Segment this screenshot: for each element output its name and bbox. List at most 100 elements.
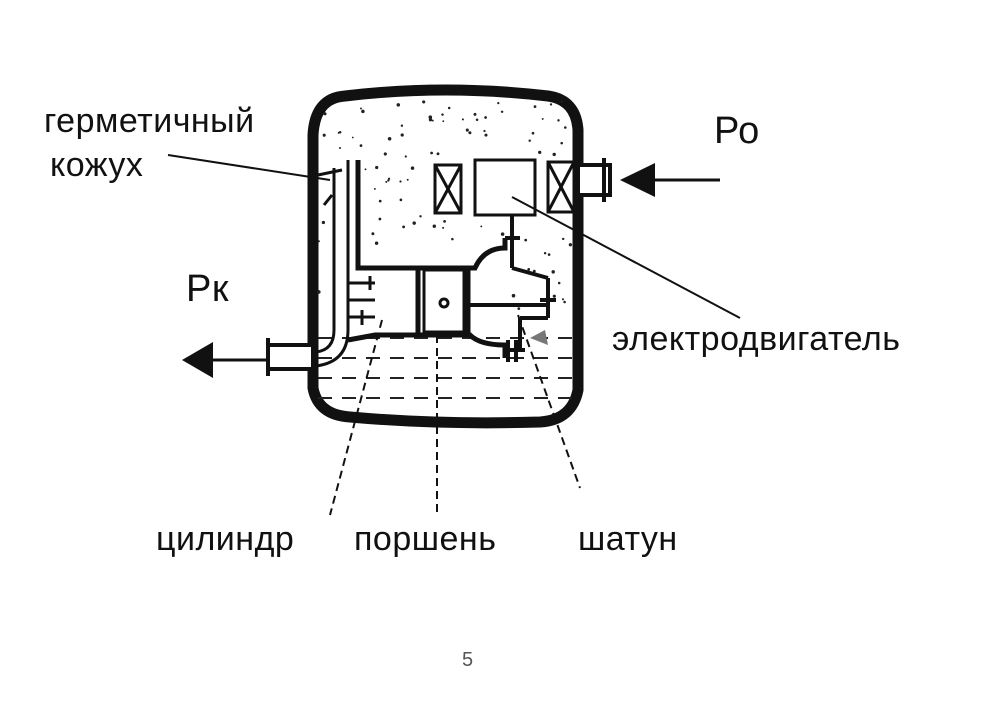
vapor-dot — [378, 199, 382, 203]
vapor-dot — [385, 180, 388, 183]
vapor-dot — [560, 141, 563, 145]
vapor-dot — [374, 241, 379, 245]
vapor-dot — [317, 290, 321, 294]
leader-rod — [517, 314, 581, 489]
vapor-dot — [484, 133, 488, 137]
cylinder-valves — [348, 276, 375, 325]
vapor-dot — [422, 100, 426, 104]
vapor-dot — [552, 294, 556, 298]
vapor-dot — [443, 220, 446, 223]
vapor-dot — [552, 152, 556, 157]
vapor-dot — [378, 217, 382, 221]
page-mark: 5 — [462, 649, 474, 671]
oil-pickup — [530, 330, 548, 345]
vapor-dot — [412, 221, 416, 225]
vapor-dot — [568, 243, 573, 247]
vapor-dot — [531, 131, 535, 135]
vapor-dot — [387, 137, 392, 141]
vapor-dot — [399, 180, 402, 183]
vapor-dot — [473, 112, 477, 116]
vapor-dot — [428, 118, 433, 122]
vapor-dot — [557, 119, 560, 122]
vapor-dot — [441, 113, 444, 116]
vapor-dot — [406, 178, 409, 181]
vapor-dot — [410, 166, 415, 170]
label-suction-pressure: Ро — [714, 110, 760, 152]
vapor-dot — [551, 270, 555, 274]
vapor-dot — [402, 225, 406, 229]
crankshaft — [468, 215, 556, 362]
vapor-dot — [561, 298, 565, 301]
vapor-dot — [360, 107, 362, 110]
vapor-dot — [442, 120, 445, 123]
vapor-dot — [323, 112, 327, 116]
vapor-dot — [404, 155, 407, 158]
oil-bath — [318, 337, 575, 399]
vapor-dot — [533, 105, 537, 108]
vapor-dot — [557, 281, 561, 285]
vapor-dot — [364, 168, 367, 171]
vapor-dot — [483, 129, 486, 133]
vapor-dot — [338, 146, 342, 150]
leader-casing — [167, 154, 331, 181]
label-connecting-rod: шатун — [578, 520, 678, 558]
vapor-dot — [541, 117, 544, 120]
vapor-dot — [461, 118, 464, 121]
vapor-dot — [317, 240, 320, 243]
compressor-block — [347, 160, 508, 358]
vapor-dot — [375, 165, 379, 170]
vapor-dot — [500, 110, 504, 114]
label-cylinder: цилиндр — [156, 520, 295, 558]
vapor-dot — [480, 225, 483, 228]
rotor-block — [473, 158, 537, 217]
vapor-dot — [524, 238, 528, 242]
vapor-dot — [447, 106, 451, 110]
leader-lines — [167, 154, 741, 516]
discharge-tube — [315, 160, 350, 368]
vapor-dot — [538, 150, 542, 155]
vapor-dot — [442, 226, 445, 229]
vapor-dot — [431, 119, 434, 122]
vapor-dot — [432, 224, 437, 228]
vapor-dot — [547, 253, 551, 256]
vapor-dot — [549, 103, 553, 106]
electric-motor — [433, 158, 576, 217]
suction-arrow-head — [620, 163, 655, 197]
vapor-dot — [430, 151, 433, 155]
vapor-dot — [532, 269, 536, 273]
leader-motor — [511, 196, 741, 319]
vapor-dot — [500, 232, 505, 236]
vapor-dot — [562, 237, 565, 241]
vapor-dot — [373, 187, 376, 190]
vapor-dot — [511, 293, 516, 298]
label-discharge-pressure: Рк — [186, 268, 229, 310]
vapor-dot — [400, 124, 404, 127]
vapor-dot — [517, 307, 521, 310]
vapor-dots — [317, 100, 573, 310]
vapor-dot — [321, 220, 326, 225]
vapor-dot — [560, 100, 564, 103]
vapor-dot — [543, 251, 547, 255]
vapor-dot — [563, 300, 566, 304]
vapor-dot — [475, 118, 479, 121]
vapor-dot — [465, 128, 469, 132]
discharge-arrow-head — [182, 342, 213, 378]
vapor-dot — [564, 126, 567, 129]
vapor-dot — [387, 179, 390, 182]
vapor-dot — [451, 237, 454, 241]
vapor-dot — [419, 215, 422, 218]
label-hermetic-casing-line1: герметичный — [44, 102, 255, 140]
discharge-outlet — [266, 338, 315, 376]
vapor-dot — [484, 116, 487, 119]
vapor-dot — [396, 103, 401, 107]
vapor-dot — [436, 152, 440, 156]
vapor-dot — [399, 198, 403, 202]
vapor-dot — [528, 139, 531, 142]
vapor-dot — [428, 115, 433, 119]
vapor-dot — [359, 144, 363, 147]
label-piston: поршень — [354, 520, 497, 558]
vapor-dot — [351, 136, 354, 139]
label-hermetic-casing-line2: кожух — [50, 146, 144, 184]
hermetic-casing — [307, 84, 584, 429]
